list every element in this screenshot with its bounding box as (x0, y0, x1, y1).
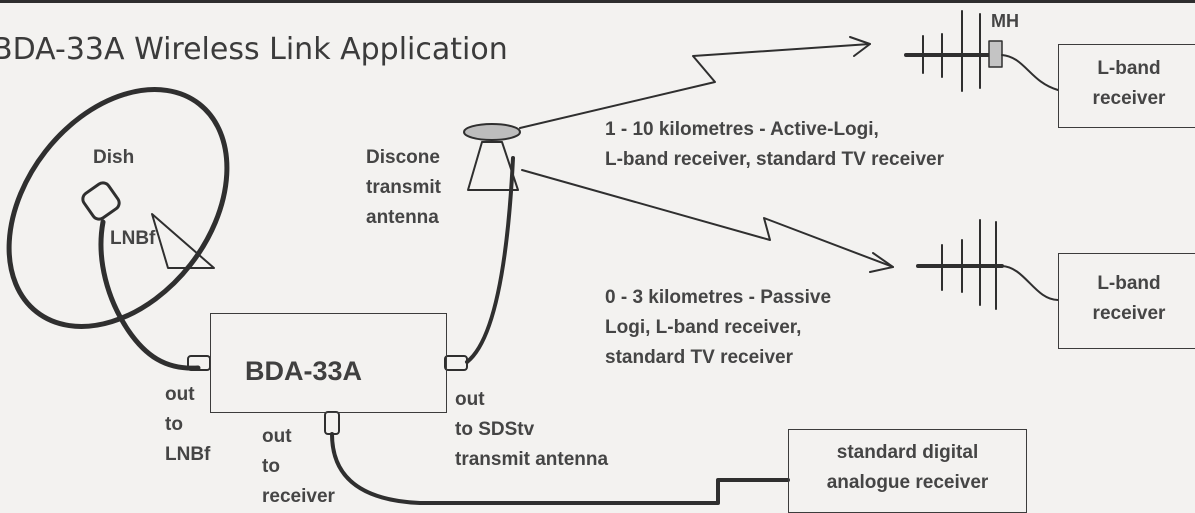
port-receiver-line-3: receiver (262, 486, 335, 507)
port-sdstv-line-1: out (455, 389, 485, 410)
lband-receiver-top: L-band receiver (1058, 44, 1195, 128)
mh-label: MH (991, 11, 1019, 31)
dish-label: Dish (93, 147, 135, 168)
digital-receiver-label: standard digital analogue receiver (789, 430, 1026, 498)
bda-33a-unit: BDA-33A (210, 313, 447, 413)
dish-reflector (6, 87, 230, 329)
mh-module (988, 40, 1003, 68)
lband-receiver-bottom-label: L-band receiver (1059, 254, 1195, 329)
port-lnbf-line-3: LNBf (165, 444, 211, 465)
passive-link-line-3: standard TV receiver (605, 347, 793, 368)
lband-top-line-1: L-band (1097, 58, 1161, 79)
port-label-receiver: out to receiver (262, 422, 335, 512)
receiver-cable (330, 432, 790, 505)
bda-33a-label: BDA-33A (245, 356, 363, 386)
top-border (0, 0, 1195, 3)
port-label-lnbf: out to LNBf (165, 380, 210, 470)
port-lnbf-line-2: to (165, 414, 183, 435)
discone-line-2: transmit (366, 177, 441, 198)
active-link-line-1: 1 - 10 kilometres - Active-Logi, (605, 119, 879, 140)
lnbf-label: LNBf (110, 228, 156, 249)
port-receiver-line-2: to (262, 456, 280, 477)
discone-line-1: Discone (366, 147, 440, 168)
lnbf-cable (98, 219, 201, 371)
active-link-description: 1 - 10 kilometres - Active-Logi, L-band … (605, 115, 944, 175)
discone-disk (463, 123, 521, 141)
discone-cone (467, 141, 519, 191)
digital-receiver-line-1: standard digital (836, 442, 979, 463)
lband-bottom-line-1: L-band (1097, 273, 1161, 294)
lband-receiver-top-label: L-band receiver (1059, 45, 1195, 114)
port-sdstv-line-2: to SDStv (455, 419, 535, 440)
port-sdstv-line-3: transmit antenna (455, 449, 609, 470)
discone-line-3: antenna (366, 207, 439, 228)
active-link-arrowhead (849, 36, 871, 57)
digital-receiver-line-2: analogue receiver (826, 472, 989, 493)
active-link-line-2: L-band receiver, standard TV receiver (605, 149, 944, 170)
sdstv-port-connector (444, 355, 468, 371)
digital-analogue-receiver: standard digital analogue receiver (788, 429, 1027, 513)
lband-receiver-bottom: L-band receiver (1058, 253, 1195, 349)
passive-link-description: 0 - 3 kilometres - Passive Logi, L-band … (605, 283, 831, 373)
lnbf-unit (81, 181, 121, 221)
dish-stand (151, 213, 215, 269)
port-receiver-line-1: out (262, 426, 292, 447)
passive-link-line-1: 0 - 3 kilometres - Passive (605, 287, 832, 308)
port-label-sdstv: out to SDStv transmit antenna (455, 385, 608, 475)
top-antenna-cable (1001, 54, 1059, 91)
sdstv-cable (465, 156, 515, 364)
active-link-arrow (519, 43, 871, 129)
bottom-antenna-cable (1001, 265, 1059, 301)
passive-link-arrow (521, 169, 894, 268)
discone-label: Discone transmit antenna (366, 143, 441, 233)
lband-bottom-line-2: receiver (1092, 303, 1166, 324)
lband-top-line-2: receiver (1092, 88, 1166, 109)
page-title: BDA-33A Wireless Link Application (0, 32, 508, 67)
port-lnbf-line-1: out (165, 384, 195, 405)
passive-link-line-2: Logi, L-band receiver, (605, 317, 802, 338)
passive-link-arrowhead (869, 252, 894, 273)
